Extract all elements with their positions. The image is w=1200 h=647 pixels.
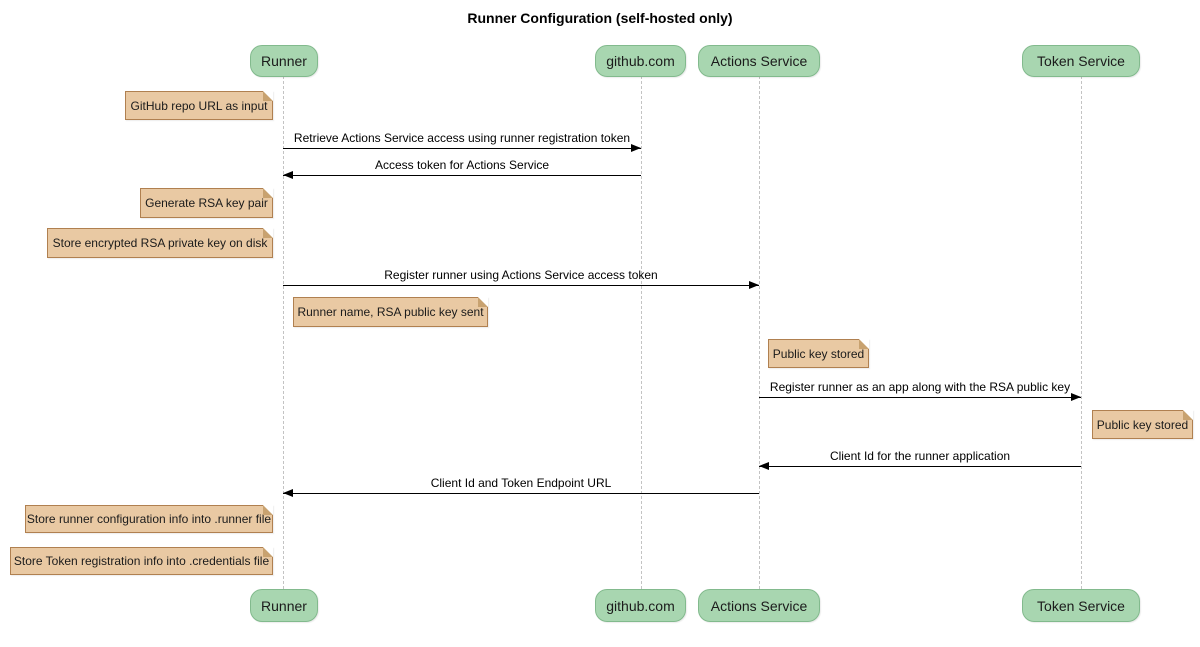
participant-label: Token Service	[1037, 53, 1125, 69]
participant-runner-bottom: Runner	[250, 589, 318, 622]
lifeline-actions-service	[759, 76, 760, 589]
participant-token-service-top: Token Service	[1022, 45, 1140, 77]
note-github-repo-url: GitHub repo URL as input	[125, 91, 273, 120]
message-label: Access token for Actions Service	[374, 158, 550, 172]
participant-label: Actions Service	[710, 53, 808, 69]
diagram-title: Runner Configuration (self-hosted only)	[467, 10, 733, 26]
message-line	[283, 493, 759, 494]
arrowhead-left-icon	[283, 489, 293, 497]
participant-label: Runner	[261, 53, 307, 69]
note-text: Store encrypted RSA private key on disk	[52, 236, 268, 250]
participant-label: Actions Service	[710, 597, 808, 614]
lifeline-runner	[283, 76, 284, 589]
arrowhead-right-icon	[749, 281, 759, 289]
participant-actions-service-top: Actions Service	[698, 45, 820, 77]
note-store-runner-file: Store runner configuration info into .ru…	[25, 505, 273, 533]
note-store-private-key: Store encrypted RSA private key on disk	[47, 228, 273, 258]
participant-label: github.com	[606, 53, 675, 69]
message-line	[283, 285, 759, 286]
lifeline-token-service	[1081, 76, 1082, 589]
participant-label: Token Service	[1037, 597, 1125, 614]
note-public-key-stored-token: Public key stored	[1092, 410, 1193, 439]
arrowhead-left-icon	[759, 462, 769, 470]
note-text: Public key stored	[1096, 417, 1189, 432]
message-label: Retrieve Actions Service access using ru…	[293, 131, 631, 145]
note-generate-rsa-key: Generate RSA key pair	[140, 188, 273, 218]
arrowhead-right-icon	[1071, 393, 1081, 401]
message-label: Register runner using Actions Service ac…	[384, 268, 658, 282]
participant-github-top: github.com	[595, 45, 686, 77]
participant-label: Runner	[261, 597, 307, 614]
note-text: Runner name, RSA public key sent	[297, 305, 484, 319]
note-text: Store Token registration info into .cred…	[13, 554, 270, 568]
arrowhead-right-icon	[631, 144, 641, 152]
message-line	[283, 148, 641, 149]
participant-label: github.com	[606, 597, 675, 614]
message-label: Register runner as an app along with the…	[769, 380, 1071, 394]
note-store-credentials-file: Store Token registration info into .cred…	[10, 547, 273, 575]
note-runner-name-sent: Runner name, RSA public key sent	[293, 297, 488, 327]
participant-runner-top: Runner	[250, 45, 318, 77]
message-line	[759, 397, 1081, 398]
note-text: Public key stored	[772, 346, 865, 361]
note-text: GitHub repo URL as input	[130, 98, 268, 113]
note-public-key-stored-actions: Public key stored	[768, 339, 869, 368]
arrowhead-left-icon	[283, 171, 293, 179]
lifeline-github	[641, 76, 642, 589]
note-text: Store runner configuration info into .ru…	[26, 512, 272, 526]
message-line	[759, 466, 1081, 467]
message-label: Client Id for the runner application	[829, 449, 1011, 463]
message-label: Client Id and Token Endpoint URL	[430, 476, 612, 490]
message-line	[283, 175, 641, 176]
participant-github-bottom: github.com	[595, 589, 686, 622]
participant-actions-service-bottom: Actions Service	[698, 589, 820, 622]
participant-token-service-bottom: Token Service	[1022, 589, 1140, 622]
note-text: Generate RSA key pair	[145, 196, 268, 210]
